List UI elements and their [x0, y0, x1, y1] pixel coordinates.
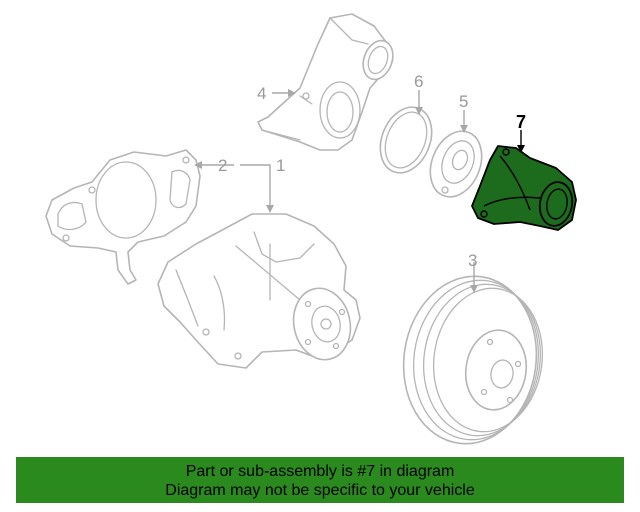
- part-3-pulley: [402, 275, 544, 445]
- callout-3: 3: [468, 251, 477, 270]
- callout-1: 1: [276, 156, 285, 175]
- callout-5: 5: [459, 92, 468, 111]
- callout-7: 7: [516, 112, 526, 132]
- part-5-thermostat: [429, 130, 483, 198]
- callout-4: 4: [257, 84, 266, 103]
- parts-diagram: 4 2 1 3 6 5 7: [45, 13, 577, 445]
- part-2-pump-gasket: [45, 149, 201, 285]
- callout-2: 2: [218, 156, 227, 175]
- part-4-water-outlet: [257, 13, 394, 151]
- part-1-water-pump: [157, 213, 361, 369]
- banner-line-part-number: Part or sub-assembly is #7 in diagram: [185, 463, 455, 480]
- info-banner: Part or sub-assembly is #7 in diagram Di…: [16, 457, 624, 503]
- part-7-water-inlet-highlighted: [471, 145, 577, 231]
- leader-arrowheads: [194, 89, 525, 293]
- banner-line-disclaimer: Diagram may not be specific to your vehi…: [165, 482, 475, 499]
- callout-6: 6: [414, 72, 423, 91]
- part-6-gasket: [379, 106, 433, 174]
